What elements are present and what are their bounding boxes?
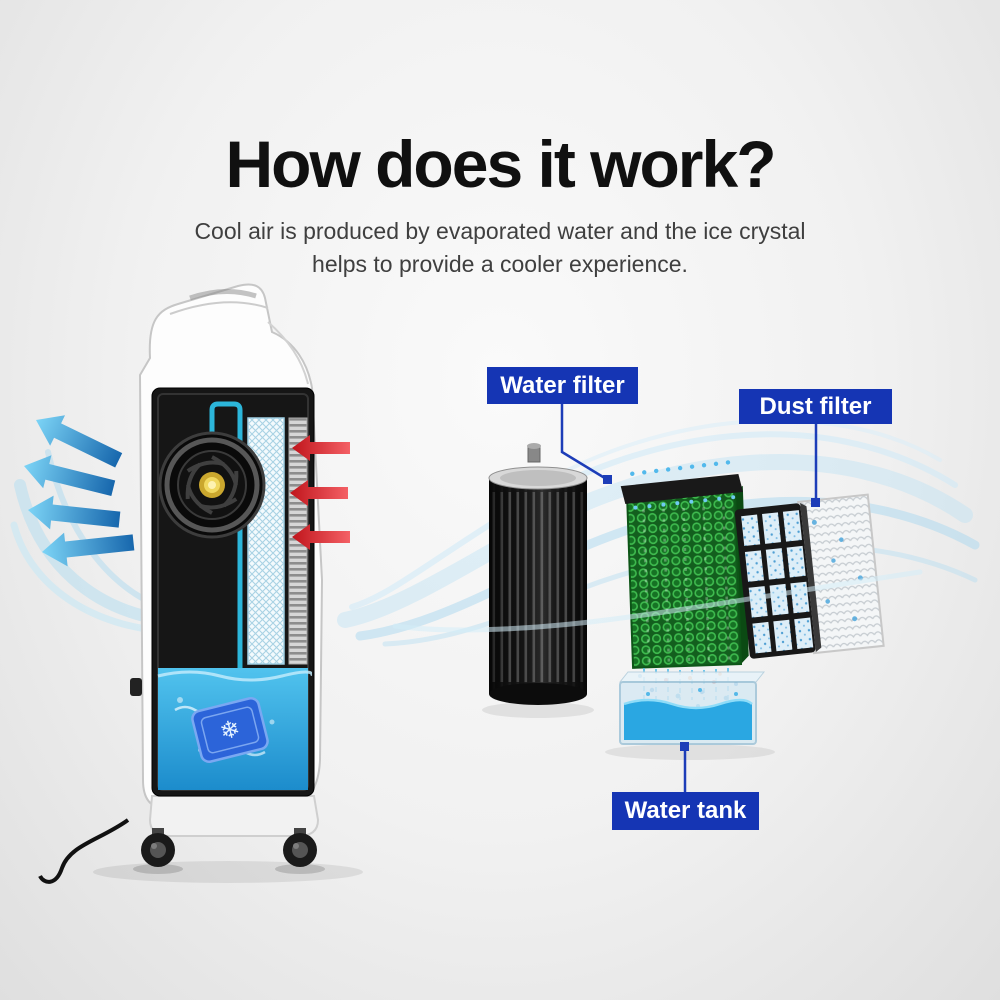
side-switch-graphic <box>130 678 142 696</box>
dust-filter-label: Dust filter <box>739 389 892 424</box>
page-title: How does it work? <box>225 127 776 201</box>
ice-pack-icon: ❄ <box>191 696 269 764</box>
evaporative-cooler-illustration: ❄ <box>38 283 363 884</box>
sprinkler-bar-graphic <box>620 474 743 505</box>
power-cord-graphic <box>38 818 130 884</box>
label-connectors <box>560 404 818 792</box>
header: How does it work? Cool air is produced b… <box>0 0 1000 281</box>
warm-air-arrows-icon <box>290 435 350 550</box>
connector-endpoints <box>603 475 820 751</box>
water-filter-connector-line <box>560 404 609 482</box>
carry-handle-graphic <box>189 288 257 301</box>
caster-wheel-left <box>141 828 175 867</box>
subtitle-line-1: Cool air is produced by evaporated water… <box>194 218 806 244</box>
subtitle-line-2: helps to provide a cooler experience. <box>312 251 688 277</box>
water-tank-graphic <box>605 671 775 760</box>
water-filter-label: Water filter <box>487 367 638 404</box>
airflow-front-swoosh <box>392 569 923 633</box>
water-tank-label: Water tank <box>612 792 759 830</box>
caster-wheel-right <box>283 828 317 867</box>
water-filter-cylinder-graphic <box>482 443 594 718</box>
honeycomb-pad-graphic <box>620 460 749 669</box>
dust-filter-frame-graphic <box>734 502 822 659</box>
cooler-water-tank-graphic: ❄ <box>157 668 312 790</box>
diagram-canvas: ❄ <box>10 283 980 884</box>
fan-icon <box>158 431 266 539</box>
water-duct-graphic <box>209 401 243 670</box>
cooler-base <box>148 795 320 837</box>
